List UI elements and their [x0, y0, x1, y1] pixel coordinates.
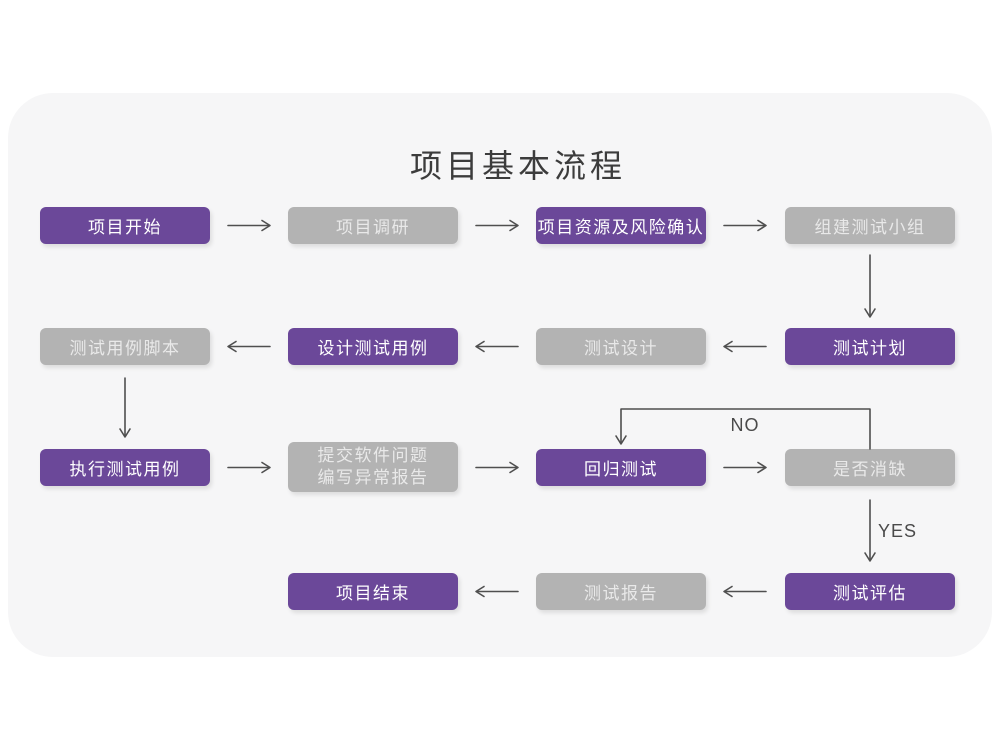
node-submit-issue-report: 提交软件问题 编写异常报告 [288, 442, 458, 492]
node-regression-test: 回归测试 [536, 449, 706, 486]
node-test-evaluation: 测试评估 [785, 573, 955, 610]
node-label-line2: 编写异常报告 [317, 468, 429, 487]
node-risk-confirmation: 项目资源及风险确认 [536, 207, 706, 244]
branch-label-yes: YES [878, 521, 918, 541]
node-design-test-cases: 设计测试用例 [288, 328, 458, 365]
flowchart-panel [8, 93, 992, 657]
node-test-design: 测试设计 [536, 328, 706, 365]
node-project-end: 项目结束 [288, 573, 458, 610]
node-defect-resolved: 是否消缺 [785, 449, 955, 486]
node-test-report: 测试报告 [536, 573, 706, 610]
node-project-research: 项目调研 [288, 207, 458, 244]
node-test-case-script: 测试用例脚本 [40, 328, 210, 365]
node-build-test-team: 组建测试小组 [785, 207, 955, 244]
node-label-line1: 提交软件问题 [317, 445, 429, 465]
node-execute-test-cases: 执行测试用例 [40, 449, 210, 486]
branch-label-no: NO [730, 415, 760, 435]
page-title: 项目基本流程 [409, 148, 627, 184]
node-project-start: 项目开始 [40, 207, 210, 244]
node-test-plan: 测试计划 [785, 328, 955, 365]
